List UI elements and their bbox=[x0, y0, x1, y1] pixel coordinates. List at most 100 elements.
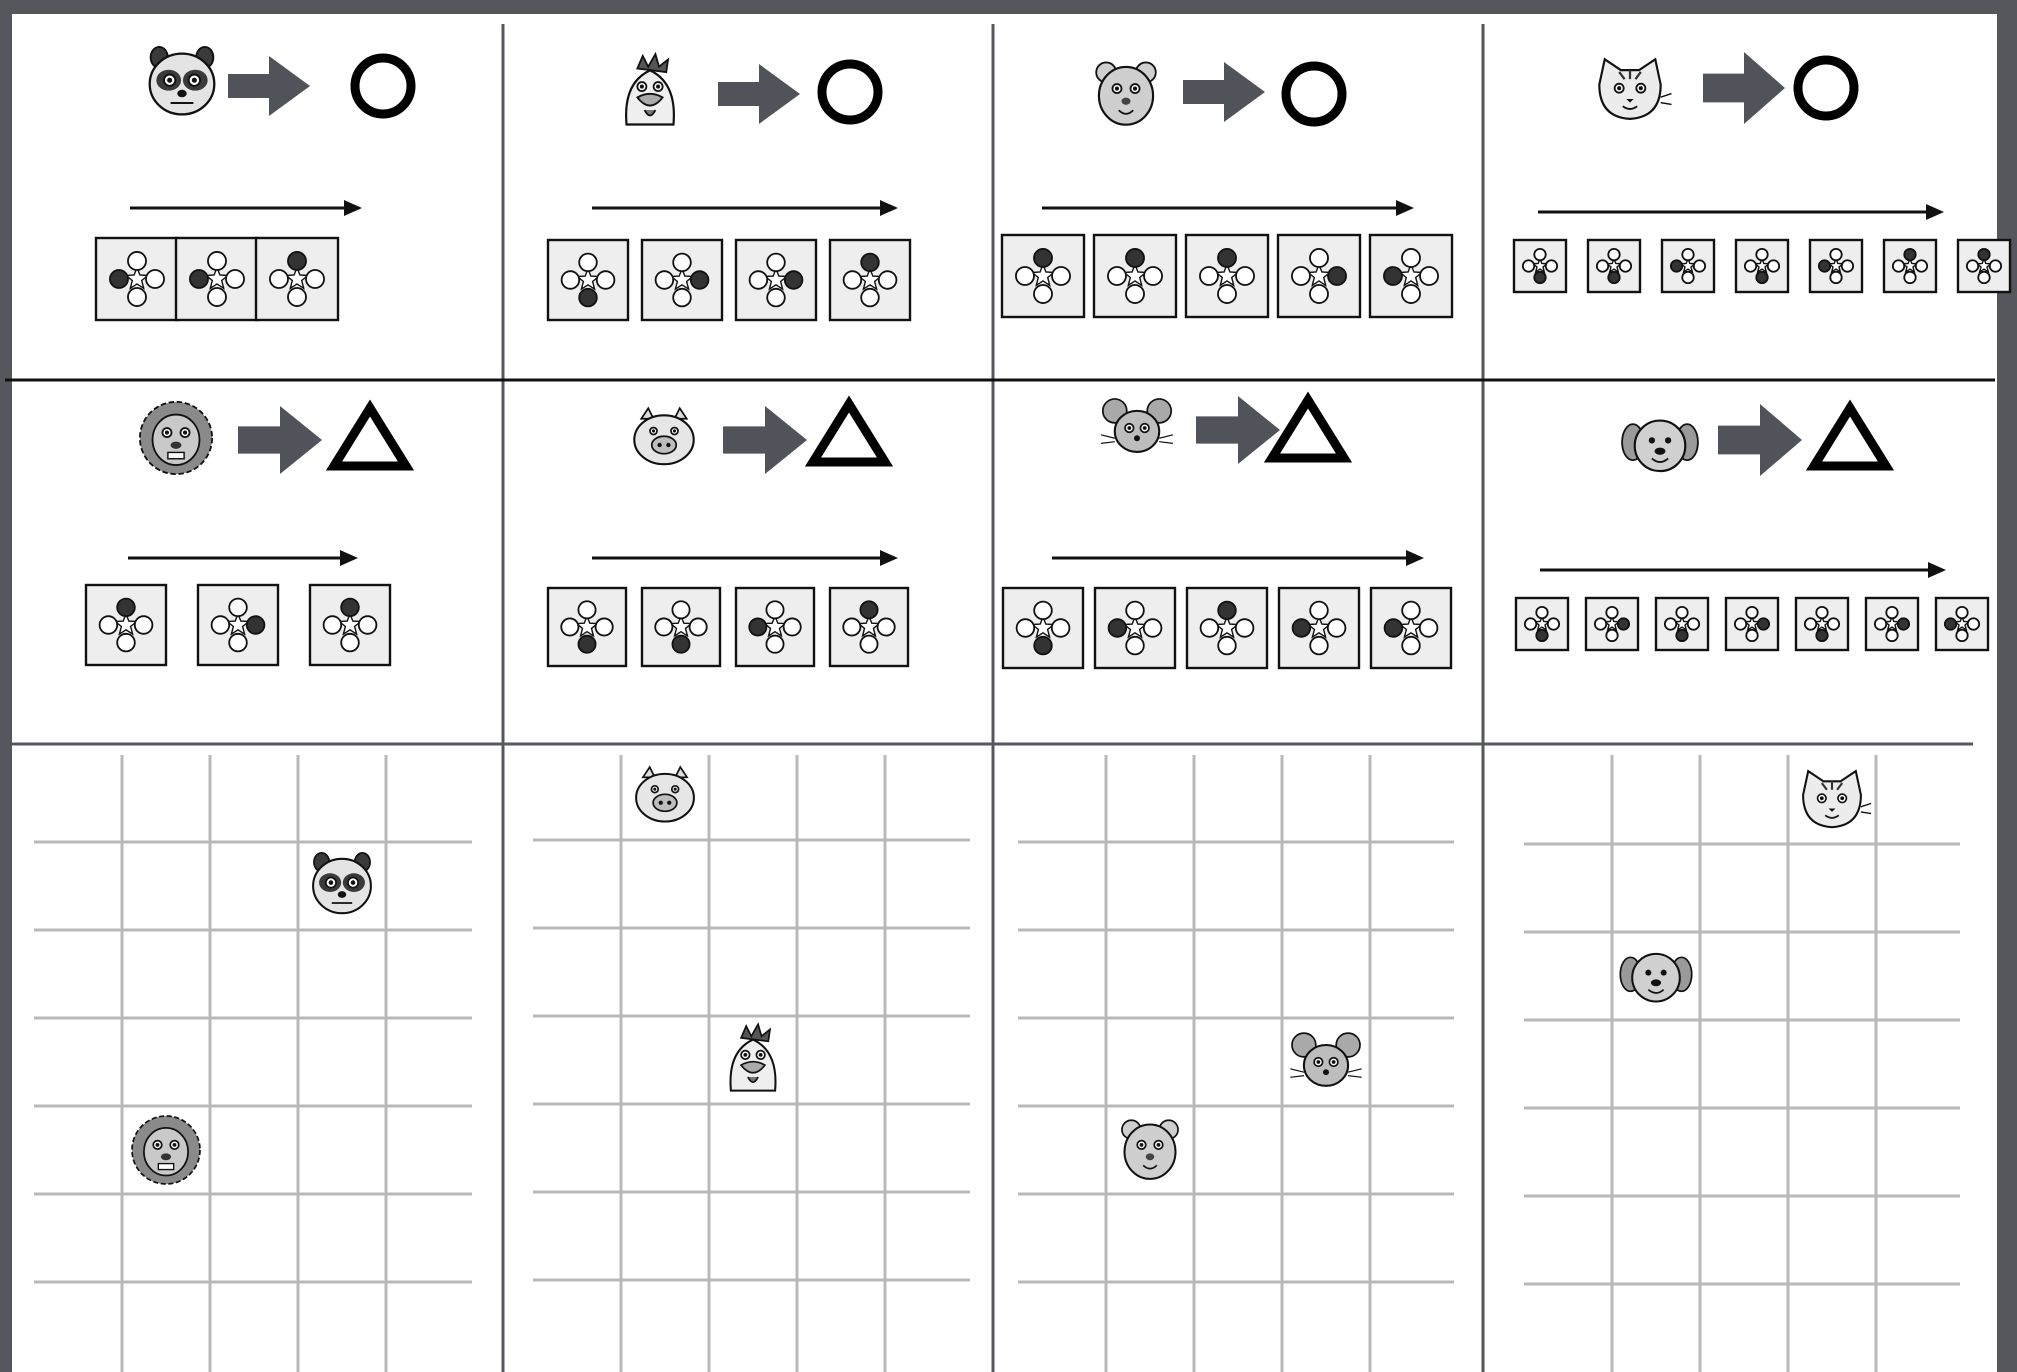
empty-dot bbox=[690, 618, 707, 635]
empty-dot bbox=[208, 288, 226, 306]
empty-dot bbox=[1144, 619, 1162, 637]
dot-card bbox=[1003, 588, 1083, 668]
filled-dot bbox=[691, 271, 709, 289]
empty-dot bbox=[1236, 267, 1254, 285]
empty-dot bbox=[1886, 630, 1897, 641]
filled-dot bbox=[117, 599, 135, 617]
sequence-arrowhead-icon bbox=[340, 550, 358, 566]
empty-dot bbox=[1420, 619, 1438, 637]
dot-card bbox=[1736, 240, 1788, 292]
circle-shape-icon bbox=[1798, 60, 1854, 116]
empty-dot bbox=[561, 618, 578, 635]
empty-dot bbox=[597, 271, 615, 289]
empty-dot bbox=[1828, 618, 1839, 629]
empty-dot bbox=[1144, 267, 1162, 285]
filled-dot bbox=[1218, 249, 1236, 267]
dot-card bbox=[642, 588, 720, 666]
empty-dot bbox=[1842, 260, 1853, 271]
dot-card bbox=[1656, 598, 1708, 650]
triangle-shape-icon bbox=[1272, 400, 1344, 458]
empty-dot bbox=[596, 618, 613, 635]
arrow-icon bbox=[1718, 404, 1802, 476]
empty-dot bbox=[1310, 285, 1328, 303]
triangle-shape-icon bbox=[334, 408, 406, 466]
empty-dot bbox=[1534, 249, 1545, 260]
empty-dot bbox=[146, 270, 164, 288]
filled-dot bbox=[749, 618, 766, 635]
dot-card bbox=[96, 238, 178, 320]
dot-card bbox=[1279, 588, 1359, 668]
empty-dot bbox=[1052, 267, 1070, 285]
dot-card bbox=[1796, 598, 1848, 650]
empty-dot bbox=[1875, 618, 1886, 629]
empty-dot bbox=[1236, 619, 1254, 637]
filled-dot bbox=[1819, 260, 1830, 271]
empty-dot bbox=[1126, 602, 1144, 620]
empty-dot bbox=[1805, 618, 1816, 629]
empty-dot bbox=[117, 634, 135, 652]
dot-card bbox=[198, 585, 278, 665]
filled-dot bbox=[1758, 618, 1769, 629]
empty-dot bbox=[1126, 637, 1144, 655]
left-border bbox=[0, 14, 12, 1372]
filled-dot bbox=[861, 254, 879, 272]
empty-dot bbox=[1548, 618, 1559, 629]
filled-dot bbox=[1126, 249, 1144, 267]
filled-dot bbox=[1756, 272, 1767, 283]
dot-card bbox=[176, 238, 258, 320]
empty-dot bbox=[306, 270, 324, 288]
empty-dot bbox=[1595, 618, 1606, 629]
filled-dot bbox=[110, 270, 128, 288]
filled-dot bbox=[1898, 618, 1909, 629]
top-border bbox=[0, 0, 2017, 14]
empty-dot bbox=[1816, 607, 1827, 618]
dog-icon bbox=[1620, 954, 1691, 1002]
empty-dot bbox=[766, 601, 783, 618]
empty-dot bbox=[579, 254, 597, 272]
empty-dot bbox=[1218, 637, 1236, 655]
empty-dot bbox=[1746, 630, 1757, 641]
empty-dot bbox=[1052, 619, 1070, 637]
empty-dot bbox=[1682, 249, 1693, 260]
dot-card bbox=[1186, 235, 1268, 317]
empty-dot bbox=[767, 289, 785, 307]
sequence-arrowhead-icon bbox=[880, 200, 898, 216]
filled-dot bbox=[1618, 618, 1629, 629]
filled-dot bbox=[247, 616, 265, 634]
empty-dot bbox=[1990, 260, 2001, 271]
filled-dot bbox=[190, 270, 208, 288]
rule-panel-0-1 bbox=[548, 54, 910, 320]
sequence-arrowhead-icon bbox=[880, 550, 898, 566]
empty-dot bbox=[1682, 272, 1693, 283]
lion-icon bbox=[132, 1116, 200, 1184]
empty-dot bbox=[673, 254, 691, 272]
empty-dot bbox=[860, 636, 877, 653]
arrow-icon bbox=[1703, 52, 1785, 124]
sequence-arrowhead-icon bbox=[1406, 550, 1424, 566]
filled-dot bbox=[1816, 630, 1827, 641]
empty-dot bbox=[1016, 267, 1034, 285]
empty-dot bbox=[656, 271, 674, 289]
triangle-shape-icon bbox=[813, 404, 885, 462]
dot-card bbox=[1958, 240, 2010, 292]
rule-panel-0-0 bbox=[96, 47, 411, 320]
filled-dot bbox=[1218, 602, 1236, 620]
cat-icon bbox=[1803, 771, 1871, 827]
dot-card bbox=[1936, 598, 1988, 650]
filled-dot bbox=[1034, 249, 1052, 267]
dot-card bbox=[1514, 240, 1566, 292]
dot-card bbox=[830, 240, 910, 320]
empty-dot bbox=[1201, 619, 1219, 637]
dot-card bbox=[1726, 598, 1778, 650]
empty-dot bbox=[672, 601, 689, 618]
mouse-icon bbox=[1101, 399, 1173, 452]
pig-icon bbox=[634, 408, 693, 464]
empty-dot bbox=[1597, 260, 1608, 271]
empty-dot bbox=[1420, 267, 1438, 285]
empty-dot bbox=[1608, 249, 1619, 260]
empty-dot bbox=[1017, 619, 1035, 637]
grid-board-3 bbox=[1524, 755, 1960, 1372]
filled-dot bbox=[1608, 272, 1619, 283]
empty-dot bbox=[1968, 618, 1979, 629]
filled-dot bbox=[341, 599, 359, 617]
